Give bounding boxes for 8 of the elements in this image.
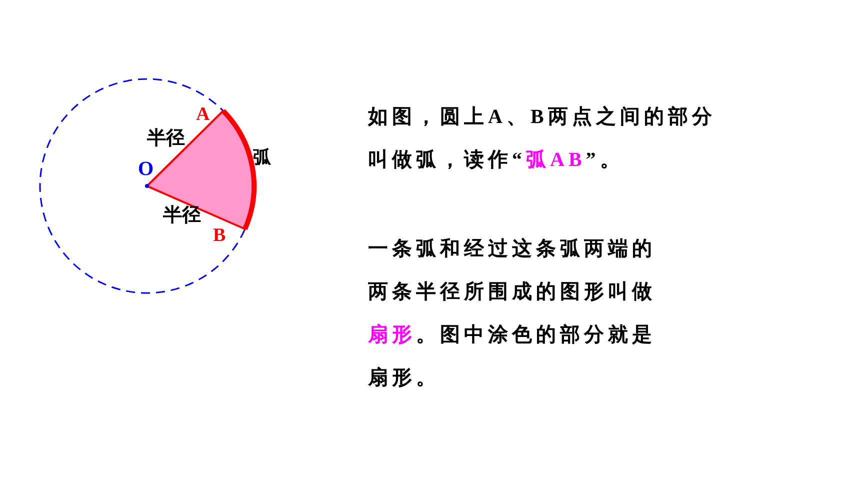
radius-label: 半径 xyxy=(163,204,201,228)
point-label: B xyxy=(213,225,226,247)
arc-label: 弧 xyxy=(253,146,271,169)
point-label: O xyxy=(138,158,154,181)
point-label: A xyxy=(196,104,210,126)
paragraph: 如图，圆上A、B两点之间的部分叫做弧，读作“弧AB”。 xyxy=(368,104,717,173)
paragraph: 一条弧和经过这条弧两端的两条半径所围成的图形叫做扇形。图中涂色的部分就是扇形。 xyxy=(368,236,657,391)
radius-label: 半径 xyxy=(147,127,185,151)
